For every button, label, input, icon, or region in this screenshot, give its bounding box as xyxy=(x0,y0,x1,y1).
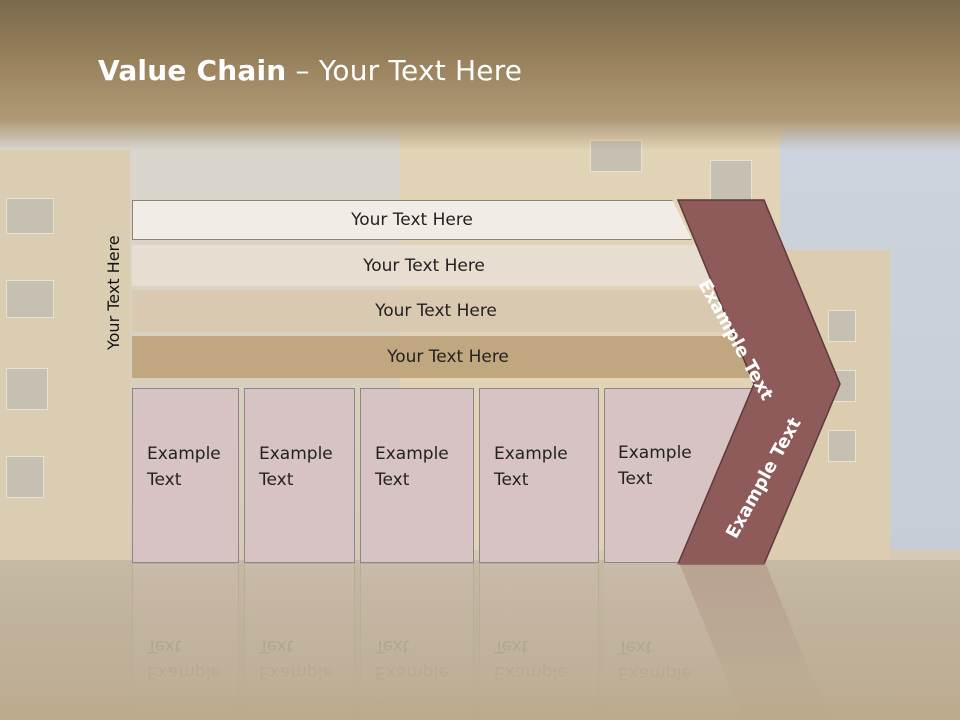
box-3: Example Text xyxy=(360,388,474,563)
box-2-line1: Example xyxy=(259,444,333,464)
bar-1-label: Your Text Here xyxy=(351,210,473,230)
box-5-line2: Text xyxy=(618,469,653,489)
title-bold: Value Chain xyxy=(98,54,287,87)
box-1-line2: Text xyxy=(147,470,182,490)
side-label-text: Your Text Here xyxy=(104,235,123,350)
bar-1: Your Text Here xyxy=(132,200,692,240)
building-left xyxy=(0,150,130,620)
box-2: Example Text xyxy=(244,388,355,563)
box-5-line1: Example xyxy=(618,443,692,463)
box-2-line2: Text xyxy=(259,470,294,490)
slide-title: Value Chain – Your Text Here xyxy=(98,54,522,87)
bar-4: Your Text Here xyxy=(132,336,764,378)
bar-2-label: Your Text Here xyxy=(363,255,485,276)
bar-3-label: Your Text Here xyxy=(375,301,497,321)
title-band xyxy=(0,0,960,150)
boxes-reflection: Example Text Example Text Example Text E… xyxy=(0,563,960,720)
bar-2: Your Text Here xyxy=(132,245,716,286)
title-rest: – Your Text Here xyxy=(286,54,523,87)
box-4-line2: Text xyxy=(494,470,529,490)
box-3-line2: Text xyxy=(375,470,410,490)
box-1-line1: Example xyxy=(147,444,221,464)
box-4-line1: Example xyxy=(494,444,568,464)
bar-4-label: Your Text Here xyxy=(387,347,509,367)
bar-3: Your Text Here xyxy=(132,290,740,332)
box-1: Example Text xyxy=(132,388,239,563)
box-4: Example Text xyxy=(479,388,599,563)
box-3-line1: Example xyxy=(375,444,449,464)
